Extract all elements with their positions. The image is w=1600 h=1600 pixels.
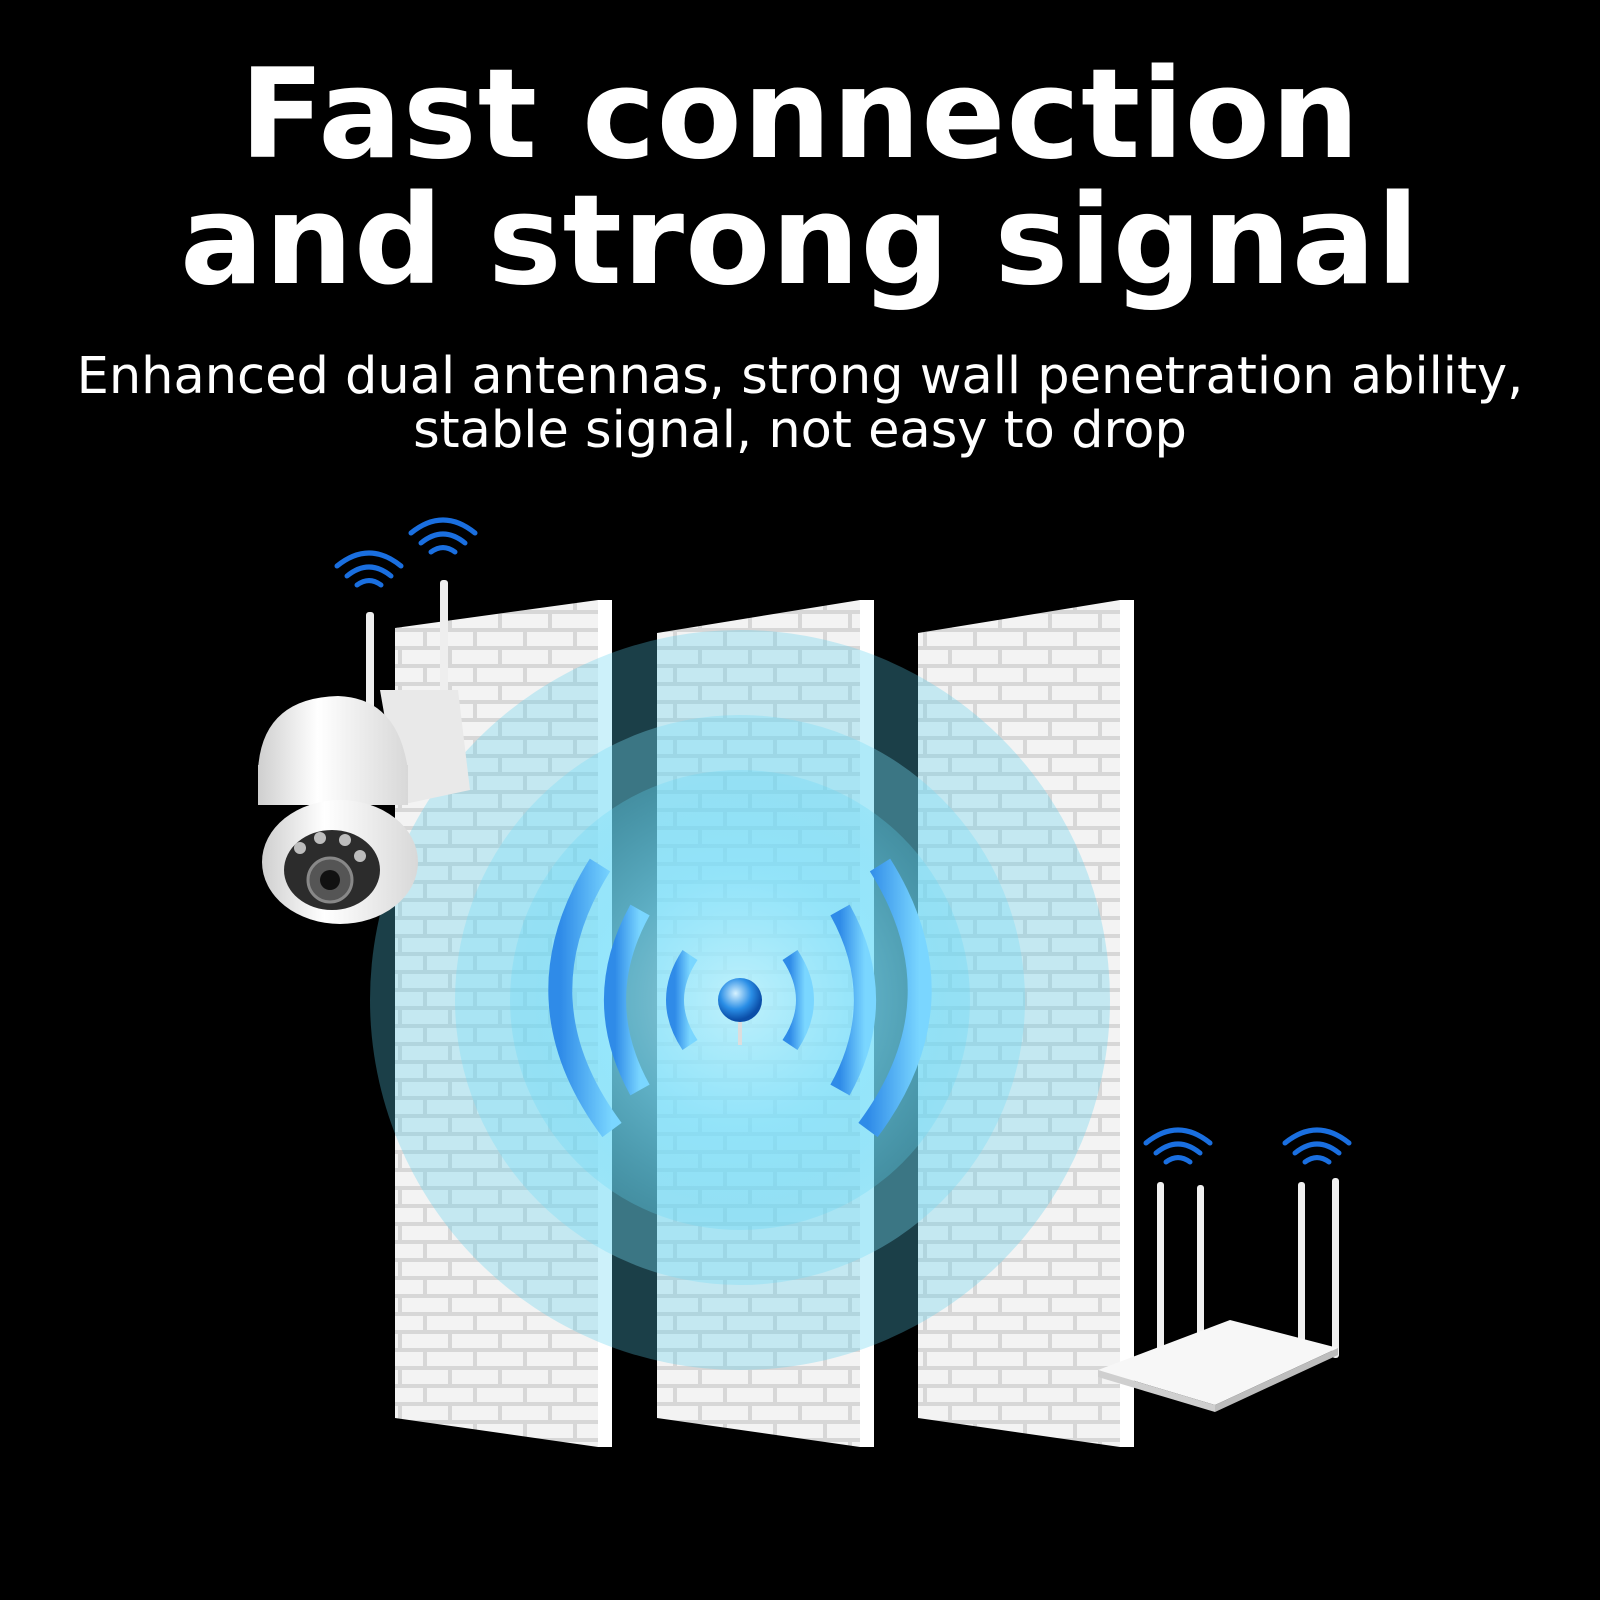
brick-wall-3 bbox=[918, 600, 1134, 1447]
subheadline-line-2: stable signal, not easy to drop bbox=[413, 401, 1187, 460]
wifi-icon bbox=[408, 517, 478, 555]
signal-waves-icon bbox=[548, 858, 932, 1138]
wifi-icon bbox=[1282, 1127, 1352, 1165]
wifi-icon bbox=[334, 550, 404, 588]
headline-line-2: and strong signal bbox=[179, 169, 1421, 313]
security-camera bbox=[258, 580, 470, 924]
router bbox=[1098, 1178, 1339, 1412]
subheadline: Enhanced dual antennas, strong wall pene… bbox=[0, 350, 1600, 458]
subheadline-line-1: Enhanced dual antennas, strong wall pene… bbox=[76, 347, 1524, 406]
headline-line-1: Fast connection bbox=[239, 43, 1361, 187]
headline: Fast connection and strong signal bbox=[0, 52, 1600, 304]
wifi-icon bbox=[1143, 1127, 1213, 1165]
signal-glow bbox=[370, 630, 1110, 1370]
